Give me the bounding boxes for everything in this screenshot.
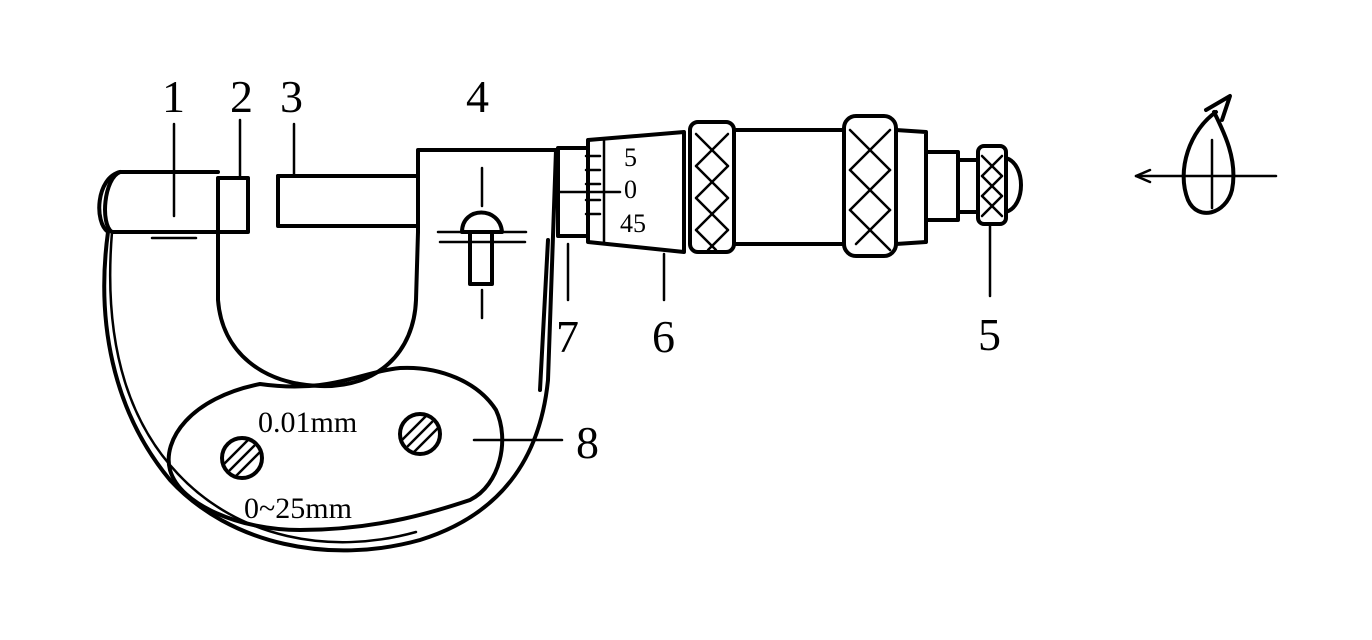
plate-resolution-text: 0.01mm bbox=[258, 406, 357, 439]
callout-7: 7 bbox=[556, 311, 579, 362]
callout-5: 5 bbox=[978, 309, 1001, 360]
callout-3: 3 bbox=[280, 71, 303, 122]
callout-8: 8 bbox=[576, 417, 599, 468]
callout-numbers: 1 2 3 4 5 6 7 8 bbox=[162, 71, 1001, 468]
spindle bbox=[276, 174, 420, 228]
thimble: 5 0 45 bbox=[586, 130, 686, 254]
knurled-grip-right bbox=[842, 114, 928, 258]
callout-1: 1 bbox=[162, 71, 185, 122]
callout-2: 2 bbox=[230, 71, 253, 122]
ratchet bbox=[924, 144, 1023, 226]
thimble-mark-top: 5 bbox=[624, 143, 637, 172]
callout-4: 4 bbox=[466, 71, 489, 122]
thimble-barrel bbox=[732, 128, 846, 246]
rotation-arrow-icon bbox=[1134, 94, 1278, 215]
screw-right bbox=[398, 412, 442, 456]
lock-nut bbox=[436, 166, 528, 320]
screw-left bbox=[220, 436, 264, 480]
frame bbox=[97, 148, 558, 553]
callout-6: 6 bbox=[652, 311, 675, 362]
knurled-grip-left bbox=[688, 120, 736, 254]
anvil bbox=[216, 176, 250, 234]
name-plate: 0.01mm 0~25mm bbox=[166, 365, 505, 532]
thimble-mark-bottom: 45 bbox=[620, 209, 646, 238]
callout-lines bbox=[172, 118, 992, 442]
plate-range-text: 0~25mm bbox=[244, 492, 352, 525]
thimble-mark-middle: 0 bbox=[624, 175, 637, 204]
